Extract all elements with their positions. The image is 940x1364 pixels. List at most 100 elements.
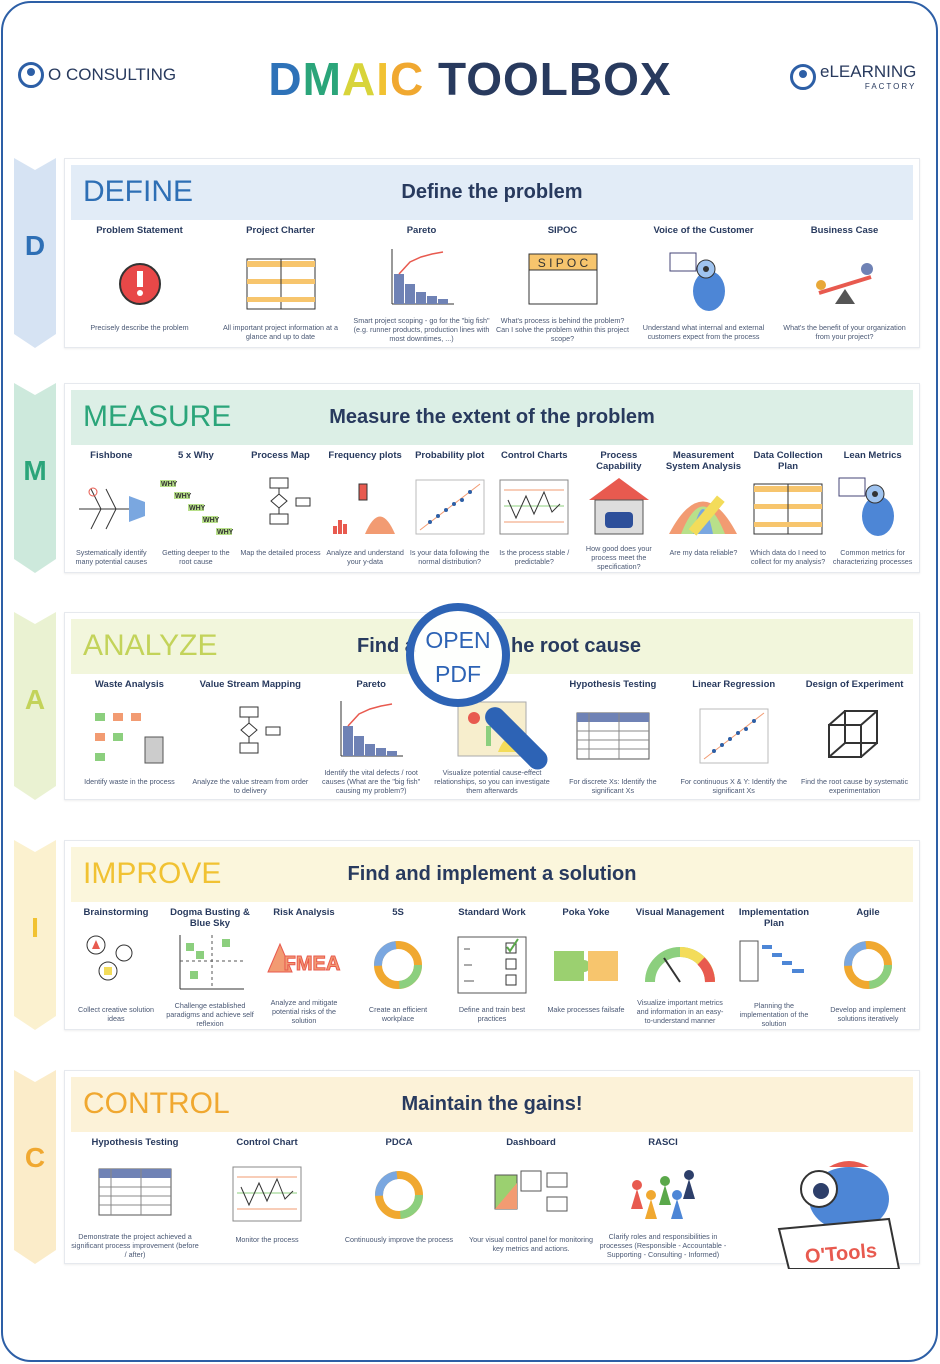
logo-text: eLEARNING (820, 62, 917, 81)
tool-caption: Visualize potential cause-effect relatio… (434, 768, 550, 795)
tool-title: 5 x Why (177, 450, 214, 461)
fish-icon (71, 472, 151, 542)
phase-subtitle: Define the problem (401, 181, 583, 203)
tool-title: Measurement System Analysis (665, 450, 742, 472)
sipoc-icon: S I P O C (523, 244, 603, 310)
open-pdf-line1: OPEN (425, 627, 491, 653)
title-letter: I (376, 53, 390, 105)
tool-caption: Find the root cause by systematic experi… (801, 777, 909, 795)
phase-name: CONTROL (83, 1087, 230, 1120)
tool-caption: What's the benefit of your organization … (783, 323, 906, 341)
tool-caption: Smart project scoping - go for the "big … (353, 316, 490, 343)
tool-title: Control Charts (501, 450, 568, 461)
tool-title: Value Stream Mapping (199, 679, 301, 690)
tool-caption: All important project information at a g… (222, 323, 339, 341)
hyp-icon (573, 701, 653, 771)
phase-letter: M (23, 455, 47, 486)
dash-icon (491, 1159, 571, 1229)
tool-caption: Make processes failsafe (547, 1005, 625, 1014)
tool-caption: How good does your process meet the spec… (585, 544, 652, 571)
tool-title: Dashboard (506, 1137, 556, 1148)
tool-caption: Which data do I need to collect for my a… (750, 548, 826, 566)
tool-title: Dogma Busting & Blue Sky (170, 907, 250, 929)
tool-caption: Planning the implementation of the solut… (739, 1001, 809, 1028)
tool-caption: Analyze the value stream from order to d… (192, 777, 309, 795)
phase-chevron-control[interactable]: C (14, 1070, 56, 1264)
tool-caption: Is your data following the normal distri… (409, 548, 490, 566)
tool-title: Problem Statement (96, 225, 183, 236)
phase-chevron-improve[interactable]: I (14, 840, 56, 1030)
scatter-icon (410, 472, 490, 542)
garage-icon (579, 472, 659, 538)
svg-text:WHY: WHY (175, 493, 192, 500)
tool-title: Pareto (406, 225, 437, 236)
bell-icon (663, 472, 743, 542)
pareto-icon (331, 696, 411, 762)
tool-title: PDCA (385, 1137, 413, 1148)
tool-title: Risk Analysis (273, 907, 335, 918)
waste-icon (89, 701, 169, 771)
tool-title: Hypothesis Testing (569, 679, 657, 690)
phase-name: DEFINE (83, 175, 194, 208)
phase-chevron-analyze[interactable]: A (14, 612, 56, 800)
tool-title: Hypothesis Testing (91, 1137, 179, 1148)
o-consulting-logo[interactable]: O CONSULTING (18, 62, 176, 88)
logo-subtext: FACTORY (864, 82, 917, 91)
bird-icon (664, 247, 744, 317)
tool-title: Standard Work (458, 907, 526, 918)
phase-chevron-measure[interactable]: M (14, 383, 56, 573)
tool-title: Visual Management (635, 907, 725, 918)
control-icon (227, 1159, 307, 1229)
phase-subtitle-right: he root cause (511, 635, 642, 657)
elearning-factory-logo[interactable]: eLEARNING FACTORY (790, 62, 916, 91)
title-letter: A (341, 53, 377, 105)
phase-chevron-define[interactable]: D (14, 158, 56, 348)
open-pdf-button[interactable]: OPEN PDF (406, 603, 510, 707)
pareto-icon (382, 244, 462, 310)
tool-title: Control Chart (236, 1137, 298, 1148)
tool-caption: Precisely describe the problem (90, 323, 189, 332)
